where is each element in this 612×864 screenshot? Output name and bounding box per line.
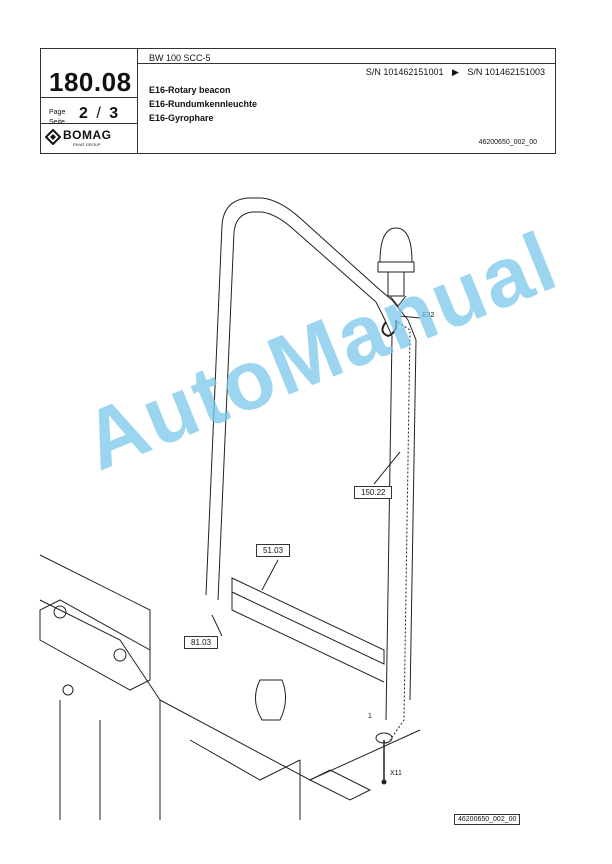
cable-loop [381, 319, 398, 338]
beacon-dome [379, 227, 413, 263]
leader-e32 [399, 315, 421, 319]
title-fr: E16-Gyrophare [149, 113, 214, 123]
footer-doc-id: 46200650_002_00 [454, 814, 521, 825]
bomag-logo-sub: FAYAT GROUP [73, 142, 101, 147]
title-de: E16-Rundumkennleuchte [149, 99, 258, 109]
label-x11: X11 [390, 770, 402, 777]
panel-51 [231, 577, 385, 665]
panel-lower [231, 592, 385, 683]
page-label-en: Page [49, 109, 66, 116]
header-rule [41, 123, 137, 124]
chassis-floor [159, 699, 421, 781]
chassis-edge [39, 554, 151, 680]
header-divider [137, 49, 138, 153]
doc-id: 46200650_002_00 [478, 139, 537, 146]
grommet [375, 732, 393, 744]
serial-to: S/N 101462151003 [467, 67, 545, 77]
beacon-bracket [389, 295, 407, 307]
rollbar-right-outer [379, 289, 417, 701]
callout-150-22: 150.22 [354, 486, 393, 499]
chassis-plate [308, 769, 372, 801]
label-1: 1 [368, 713, 372, 720]
serial-arrow-icon: ▶ [451, 67, 459, 77]
chassis-side [39, 599, 161, 820]
model-name: BW 100 SCC-5 [149, 53, 211, 63]
page-number: 180.08 [49, 67, 132, 97]
leader-51 [261, 559, 279, 591]
bomag-logo-icon [45, 129, 61, 145]
chassis-bracket [189, 739, 301, 820]
control-console [39, 599, 151, 691]
rollbar-outer [205, 197, 381, 596]
rollbar-right-inner [375, 301, 393, 721]
bomag-logo: BOMAG [63, 128, 112, 142]
console-knob [62, 684, 74, 696]
callout-51-03: 51.03 [256, 544, 291, 557]
connector-x11 [381, 779, 387, 785]
title-block: E16-Rotary beacon E16-Rundumkennleuchte … [149, 83, 257, 125]
page-current: 2 [79, 105, 88, 122]
header-rule [137, 63, 555, 64]
chassis-post [59, 700, 101, 820]
page-label: Page Seite [49, 108, 65, 128]
chassis-cylinder [255, 679, 286, 721]
header-block: 180.08 Page Seite 2 / 3 BOMAG FAYAT GROU… [40, 48, 556, 154]
label-e32: E32 [422, 312, 435, 319]
page-separator: / [96, 105, 101, 122]
header-rule [41, 97, 137, 98]
title-en: E16-Rotary beacon [149, 85, 231, 95]
serial-from: S/N 101462151001 [365, 67, 444, 77]
page-of: 2 / 3 [79, 105, 118, 123]
beacon-mount [387, 271, 405, 297]
page-total: 3 [109, 105, 119, 122]
leader-150 [373, 451, 401, 485]
cable-route [389, 321, 411, 741]
page-label-de: Seite [49, 119, 65, 126]
console-knob [113, 648, 127, 662]
console-knob [53, 605, 67, 619]
serial-range: S/N 101462151001 ▶ S/N 101462151003 [366, 67, 545, 78]
callout-81-03: 81.03 [184, 636, 219, 649]
rollbar-inner [217, 211, 377, 601]
leader-81 [211, 614, 223, 637]
